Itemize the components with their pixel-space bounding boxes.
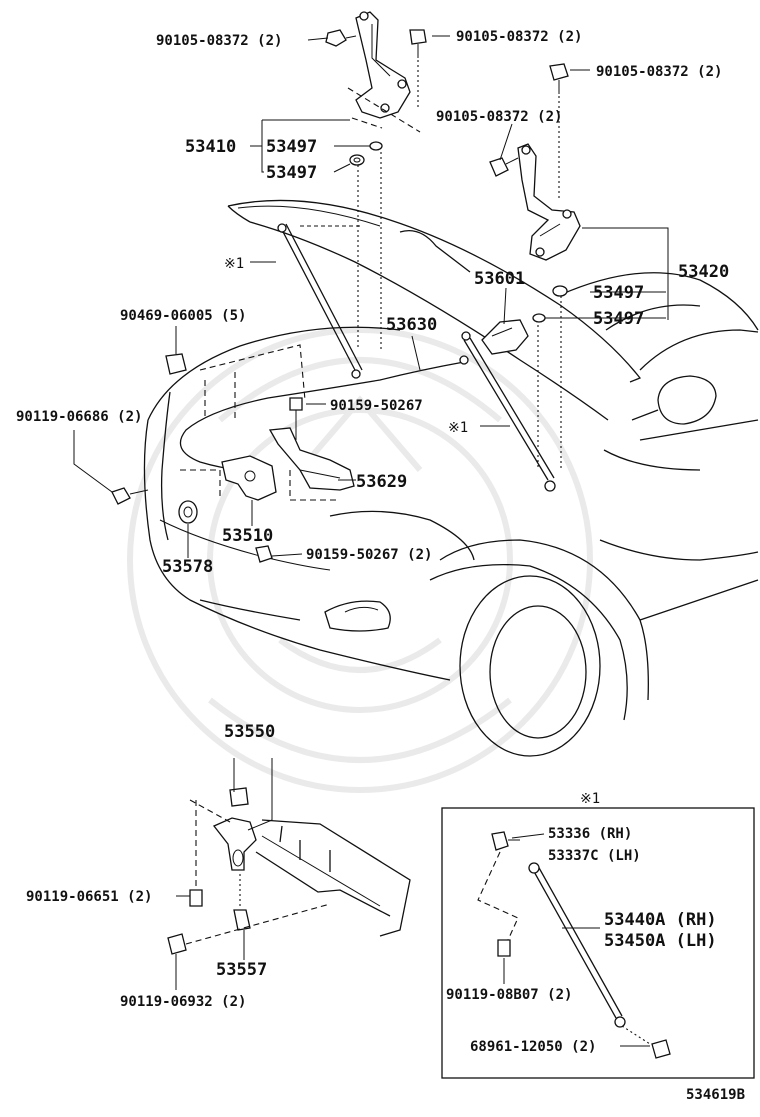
inset-marker: ※1 — [580, 791, 600, 807]
label-a3: 90105-08372 (2) — [596, 64, 722, 80]
label-e1: 90469-06005 (5) — [120, 308, 246, 324]
label-b3: 53497 — [266, 163, 317, 183]
label-e7: 90159-50267 (2) — [306, 547, 432, 563]
spacer-icon — [369, 141, 383, 151]
bolt-icon — [489, 157, 519, 177]
leader-lines — [73, 35, 669, 1047]
label-g1: 53336 (RH) — [548, 826, 632, 842]
spacer-icon — [349, 154, 365, 166]
label-g5: 90119-08B07 (2) — [446, 987, 572, 1003]
hood-hinge-lh — [347, 11, 421, 133]
part-labels: 90105-08372 (2) 90105-08372 (2) 90105-08… — [16, 29, 745, 1103]
label-d1: 53601 — [474, 269, 525, 289]
label-g4: 53450A (LH) — [604, 931, 717, 951]
bolt-icon — [289, 397, 303, 440]
watermark-emblem — [127, 327, 593, 793]
latch-assembly-lower — [167, 787, 411, 955]
label-f4: 90119-06932 (2) — [120, 994, 246, 1010]
hood-lock — [221, 455, 277, 501]
label-m1: ※1 — [224, 256, 244, 272]
label-d2: 53630 — [386, 315, 437, 335]
label-f3: 53557 — [216, 960, 267, 980]
label-g6: 68961-12050 (2) — [470, 1039, 596, 1055]
bolt-icon — [111, 487, 149, 505]
label-g2: 53337C (LH) — [548, 848, 641, 864]
hood-support-rod-lh — [277, 223, 363, 379]
label-c1: 53420 — [678, 262, 729, 282]
label-g3: 53440A (RH) — [604, 910, 717, 930]
bolt-icon — [255, 545, 273, 563]
hood-support-rod-rh — [461, 331, 556, 492]
label-e3: 90159-50267 — [330, 398, 423, 414]
label-b2: 53497 — [266, 137, 317, 157]
vehicle-body-drawing — [143, 199, 759, 757]
spacer-icon — [552, 285, 568, 297]
label-a1: 90105-08372 (2) — [156, 33, 282, 49]
label-a2: 90105-08372 (2) — [456, 29, 582, 45]
label-e4: 53629 — [356, 472, 407, 492]
hood-release-handle — [481, 319, 529, 355]
label-a4: 90105-08372 (2) — [436, 109, 562, 125]
label-f1: 53550 — [224, 722, 275, 742]
label-e5: 53510 — [222, 526, 273, 546]
bolt-icon — [325, 29, 357, 47]
label-m2: ※1 — [448, 420, 468, 436]
label-c3: 53497 — [593, 309, 644, 329]
bolt-icon — [549, 63, 569, 94]
release-cable — [179, 355, 469, 471]
label-e2: 90119-06686 (2) — [16, 409, 142, 425]
label-b1: 53410 — [185, 137, 236, 157]
label-f2: 90119-06651 (2) — [26, 889, 152, 905]
bolt-icon — [409, 29, 427, 58]
spacer-icon — [532, 313, 546, 323]
cushion-icon — [178, 500, 198, 524]
label-c2: 53497 — [593, 283, 644, 303]
clip-icon — [165, 353, 187, 375]
latch-bracket — [268, 427, 355, 491]
diagram-id: 534619B — [686, 1087, 745, 1103]
label-e6: 53578 — [162, 557, 213, 577]
inset-panel — [441, 807, 755, 1079]
hood-hinge-rh — [517, 143, 581, 261]
